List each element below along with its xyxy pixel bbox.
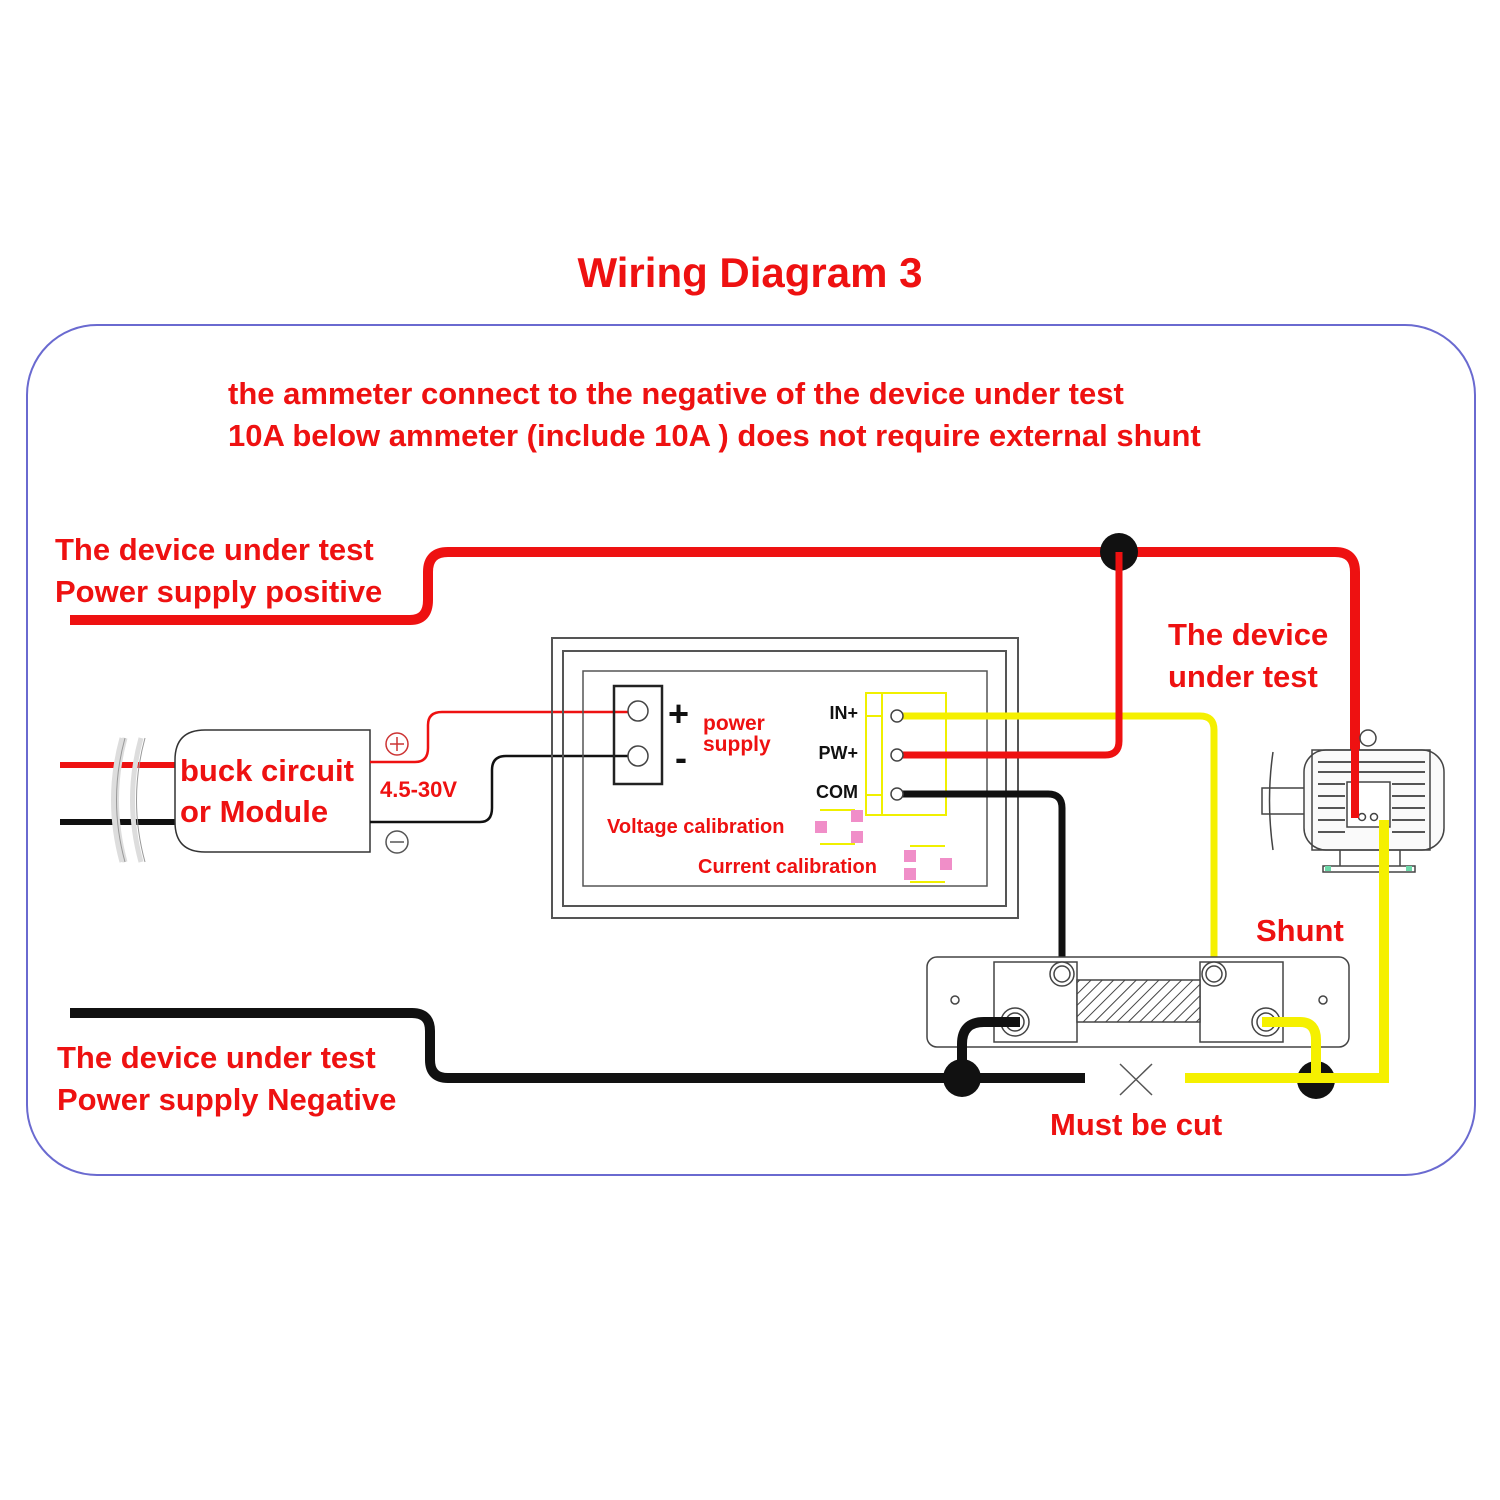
plus-sign: + <box>668 693 689 734</box>
buck-negative-wire <box>370 754 640 824</box>
buck-module <box>60 729 371 863</box>
motor-negative-wire <box>1185 820 1389 1083</box>
voltage-calibration-label: Voltage calibration <box>607 816 784 838</box>
power-supply-label-2: supply <box>703 733 771 756</box>
buck-label-line1: buck circuit <box>180 753 354 788</box>
diagram-frame <box>26 324 1476 1176</box>
minus-sign: - <box>675 737 687 778</box>
power-terminal-block <box>612 684 664 786</box>
in-plus-wire <box>897 712 1218 975</box>
shunt-load-wire <box>1262 1017 1321 1070</box>
note-1: the ammeter connect to the negative of t… <box>228 376 1124 411</box>
minus-terminal-icon <box>385 830 409 854</box>
com-wire <box>897 790 1066 975</box>
shunt <box>926 956 1350 1048</box>
negative-supply-wire <box>70 1008 1085 1083</box>
positive-label-line1: The device under test <box>55 532 374 567</box>
terminal-pw-plus: PW+ <box>818 743 858 763</box>
terminal-com: COM <box>816 782 858 802</box>
cut-mark-icon <box>1119 1063 1153 1096</box>
voltage-calibration-pads <box>815 809 863 845</box>
dut-label-line2: under test <box>1168 659 1318 694</box>
current-calibration-label: Current calibration <box>698 856 877 878</box>
shunt-negative-wire <box>957 1017 1020 1078</box>
dut-label-line1: The device <box>1168 617 1328 652</box>
must-be-cut-label: Must be cut <box>1050 1107 1222 1142</box>
negative-label-line1: The device under test <box>57 1040 376 1075</box>
meter-body <box>551 637 1019 919</box>
junction-dot-negative <box>943 1059 981 1097</box>
buck-label-line2: or Module <box>180 794 328 829</box>
power-supply-label-1: power <box>703 712 765 735</box>
terminal-in-plus: IN+ <box>829 703 858 723</box>
buck-positive-wire <box>370 710 640 764</box>
shunt-label: Shunt <box>1256 913 1344 948</box>
note-2: 10A below ammeter (include 10A ) does no… <box>228 418 1201 453</box>
current-calibration-pads <box>904 845 952 883</box>
voltage-range: 4.5-30V <box>380 777 457 802</box>
plus-terminal-icon <box>385 732 409 756</box>
pw-plus-wire <box>897 552 1123 759</box>
positive-label-line2: Power supply positive <box>55 574 382 609</box>
diagram-title: Wiring Diagram 3 <box>577 249 922 296</box>
negative-label-line2: Power supply Negative <box>57 1082 396 1117</box>
